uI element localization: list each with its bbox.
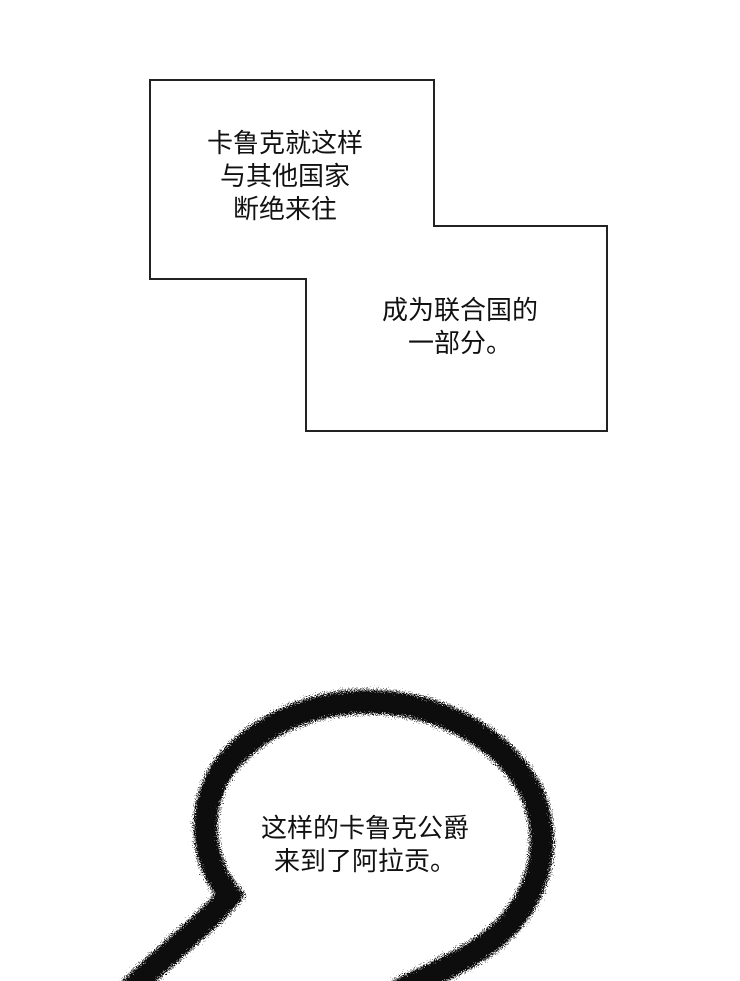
caption-line: 一部分。 <box>407 329 513 359</box>
bubble-line: 来到了阿拉贡。 <box>273 847 457 877</box>
caption-box-1-text: 卡鲁克就这样 与其他国家 断绝来往 <box>207 128 363 227</box>
caption-line: 卡鲁克就这样 <box>206 129 364 159</box>
speech-bubble-text: 这样的卡鲁克公爵 来到了阿拉贡。 <box>261 813 469 879</box>
caption-line: 断绝来往 <box>232 195 338 225</box>
caption-box-2-text: 成为联合国的 一部分。 <box>382 295 538 361</box>
caption-line: 成为联合国的 <box>381 296 539 326</box>
caption-box-outline <box>149 79 608 432</box>
speech-bubble-outline <box>122 689 554 981</box>
bubble-line: 这样的卡鲁克公爵 <box>260 814 470 844</box>
caption-line: 与其他国家 <box>219 162 351 192</box>
